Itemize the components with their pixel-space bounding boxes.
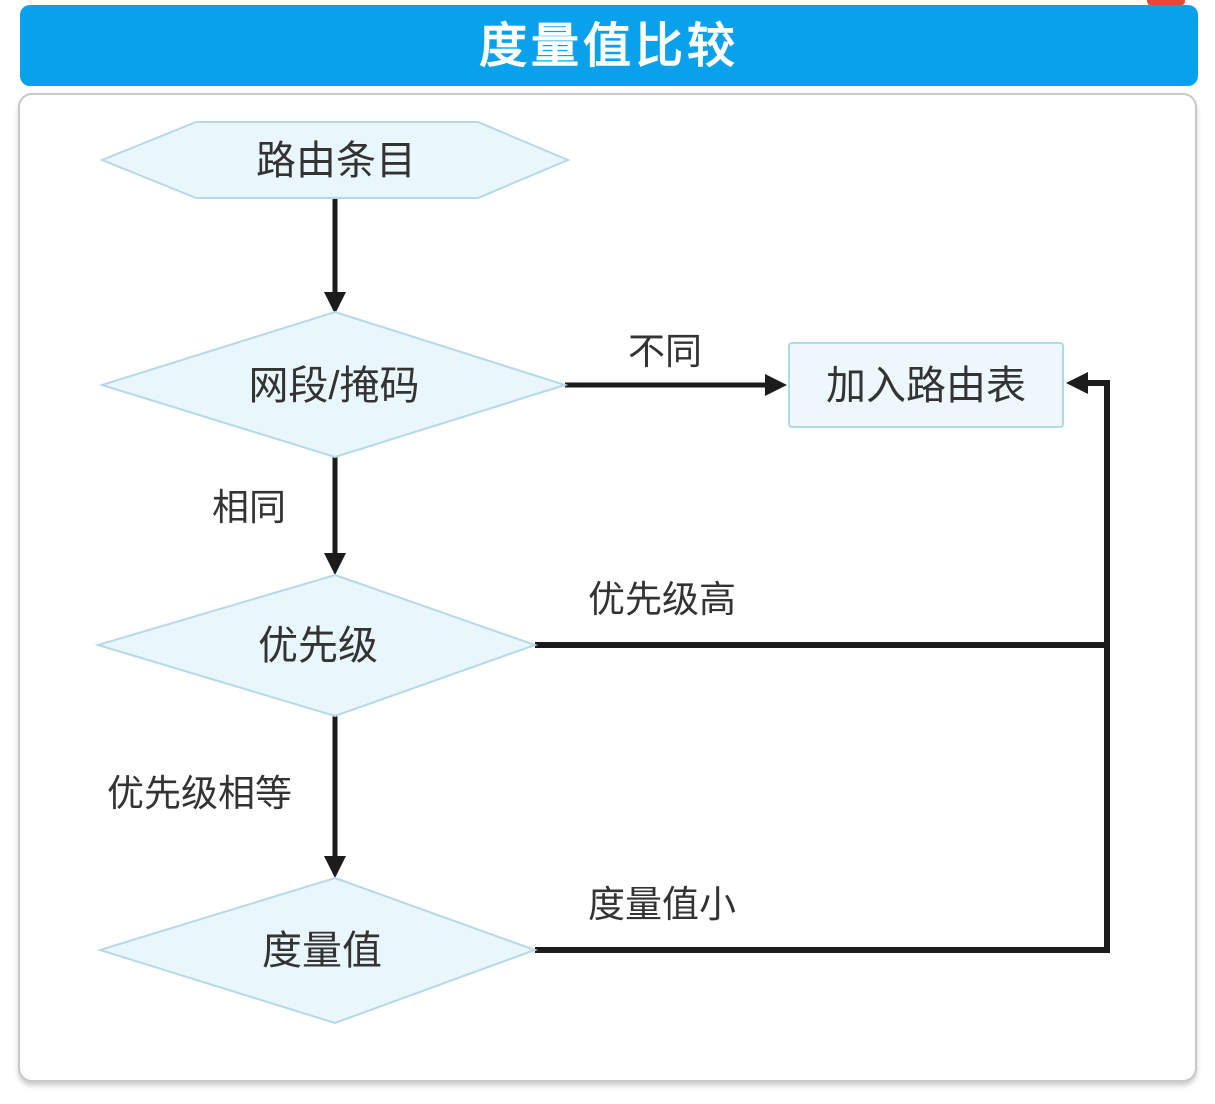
edge-label-different: 不同: [628, 331, 702, 372]
node-metric-label: 度量值: [262, 929, 382, 973]
page-title: 度量值比较: [478, 19, 739, 73]
edge-label-priority-high: 优先级高: [588, 579, 736, 620]
edge-label-priority-equal: 优先级相等: [107, 773, 292, 814]
node-priority-label: 优先级: [258, 624, 378, 668]
edge-label-same: 相同: [212, 487, 286, 528]
edge-label-metric-small: 度量值小: [588, 884, 736, 925]
title-banner: 度量值比较: [20, 5, 1198, 86]
red-badge-fragment: [1147, 0, 1185, 6]
node-network-mask-label: 网段/掩码: [248, 364, 420, 408]
node-add-route-table-label: 加入路由表: [826, 364, 1026, 408]
node-route-entry-label: 路由条目: [256, 139, 416, 183]
